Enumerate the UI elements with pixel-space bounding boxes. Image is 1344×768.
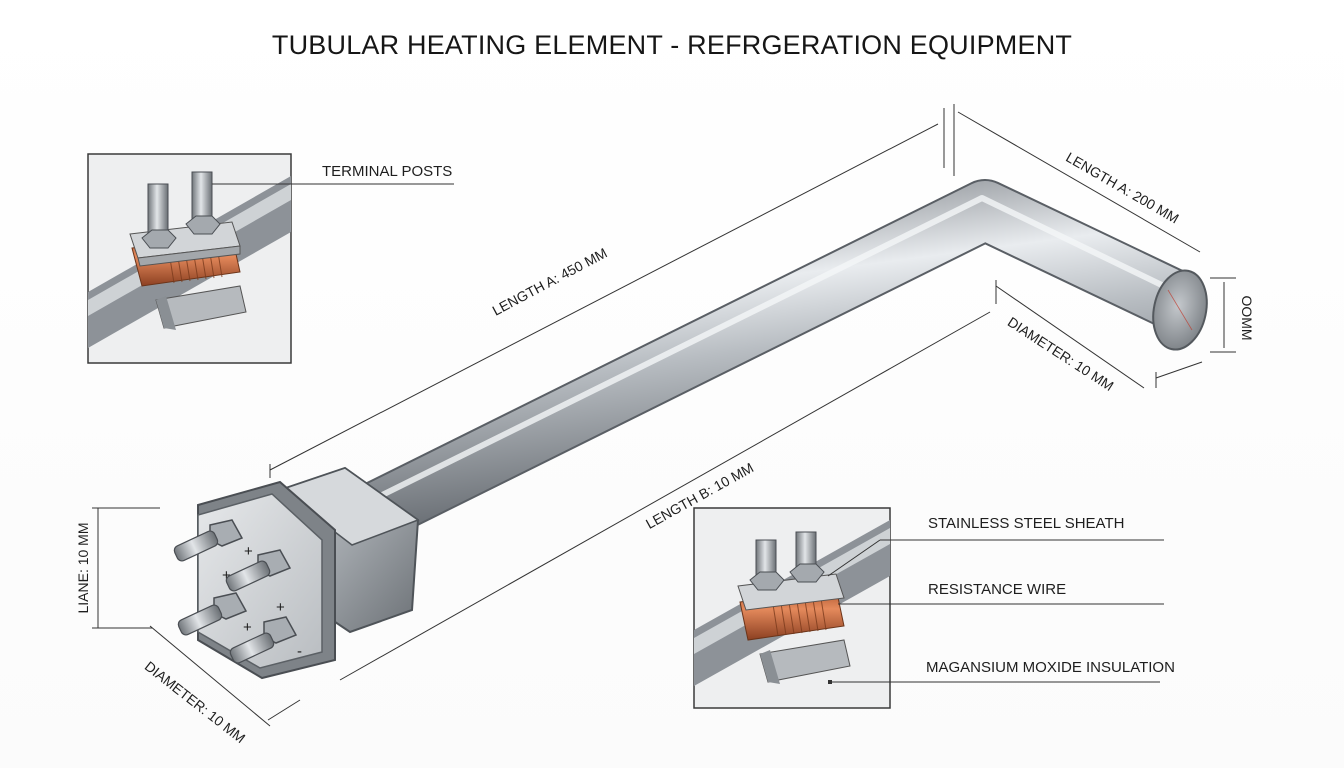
dim-length-a-short: LENGTH A: 200 MM [1063, 149, 1181, 227]
base-flange [197, 466, 420, 680]
terminal-mark: + [222, 567, 231, 584]
dim-end-height: OOMM [1239, 295, 1255, 340]
dim-length-a-long: LENGTH A: 450 MM [490, 245, 610, 319]
terminal-bolts [173, 519, 298, 664]
label-terminal-posts: TERMINAL POSTS [322, 163, 452, 180]
terminal-mark: - [297, 643, 302, 660]
terminal-bolt [229, 616, 298, 664]
terminal-bolt [177, 592, 248, 636]
dim-diameter-base: DIAMETER: 10 MM [142, 658, 249, 746]
dimension-lines [92, 104, 1236, 727]
dim-liane: LIANE: 10 MM [75, 522, 91, 613]
inset-terminal-detail [87, 153, 318, 364]
terminal-mark: + [276, 599, 285, 616]
terminal-mark: + [244, 543, 253, 560]
main-tube [346, 179, 1208, 548]
label-insulation: MAGANSIUM MOXIDE INSULATION [926, 659, 1175, 676]
terminal-marks: + + + + - [222, 543, 302, 660]
page-title: TUBULAR HEATING ELEMENT - REFRGERATION E… [271, 30, 1073, 60]
inset-cross-section-detail [693, 507, 1164, 709]
terminal-mark: + [243, 619, 252, 636]
terminal-bolt [173, 519, 244, 562]
terminal-bolt [225, 549, 292, 592]
dim-diameter-end: DIAMETER: 10 MM [1005, 314, 1117, 394]
label-resistance-wire: RESISTANCE WIRE [928, 581, 1066, 598]
label-stainless-steel-sheath: STAINLESS STEEL SHEATH [928, 515, 1124, 532]
